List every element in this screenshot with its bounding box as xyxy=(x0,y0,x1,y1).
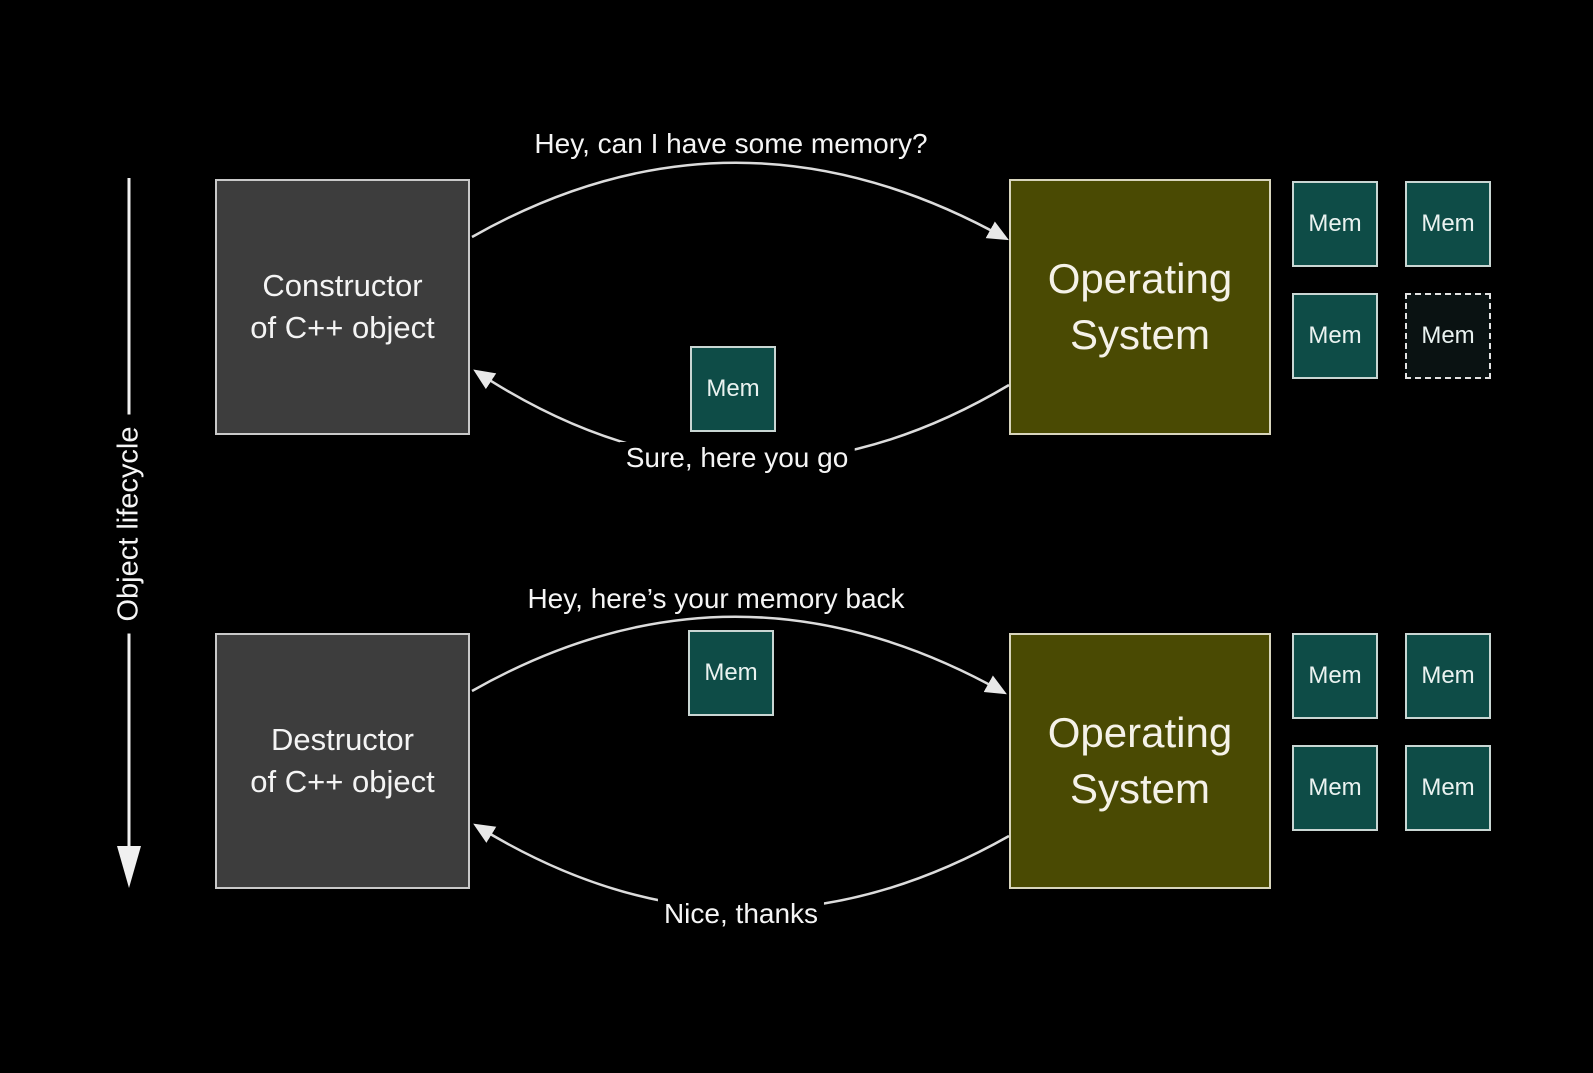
response-message: Sure, here you go xyxy=(619,442,855,474)
os-box: Operating System xyxy=(1009,179,1271,435)
mem-box: Mem xyxy=(1405,745,1491,831)
lifecycle-axis-arrowhead xyxy=(117,846,141,888)
response-message: Nice, thanks xyxy=(657,898,825,930)
return-memory-arrow xyxy=(471,615,1007,695)
os-label-line2: System xyxy=(1069,765,1211,812)
os-memory-grid: Mem Mem Mem Mem xyxy=(1292,181,1492,379)
os-label-line2: System xyxy=(1069,311,1211,358)
constructor-label-line1: Constructor xyxy=(262,268,423,303)
request-message: Hey, here’s your memory back xyxy=(521,583,911,615)
request-message: Hey, can I have some memory? xyxy=(528,128,934,160)
destructor-box: Destructor of C++ object xyxy=(215,633,470,889)
deallocation-section: Hey, here’s your memory back Destructor … xyxy=(0,549,1593,994)
constructor-label-line2: of C++ object xyxy=(250,310,435,345)
mem-box: Mem xyxy=(1292,181,1378,267)
mem-box: Mem xyxy=(1292,633,1378,719)
mem-box-transfer: Mem xyxy=(688,630,774,716)
mem-box-transfer: Mem xyxy=(690,346,776,432)
os-box: Operating System xyxy=(1009,633,1271,889)
destructor-label-line1: Destructor xyxy=(271,722,414,757)
mem-box: Mem xyxy=(1405,633,1491,719)
mem-box: Mem xyxy=(1292,745,1378,831)
mem-box: Mem xyxy=(1292,293,1378,379)
allocation-section: Hey, can I have some memory? Constructor… xyxy=(0,95,1593,540)
os-memory-grid: Mem Mem Mem Mem xyxy=(1292,633,1492,831)
os-label-line1: Operating xyxy=(1047,709,1233,756)
constructor-box: Constructor of C++ object xyxy=(215,179,470,435)
mem-box-lent-dashed: Mem xyxy=(1405,293,1491,379)
destructor-label-line2: of C++ object xyxy=(250,764,435,799)
mem-box: Mem xyxy=(1405,181,1491,267)
request-memory-arrow xyxy=(471,161,1009,241)
os-label-line1: Operating xyxy=(1047,255,1233,302)
